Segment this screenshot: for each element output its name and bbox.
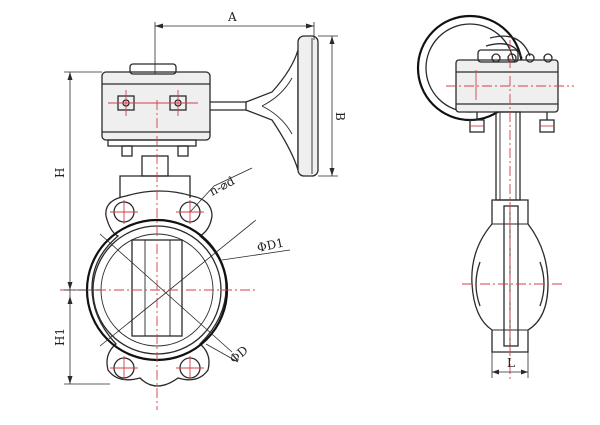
label-a: A	[227, 10, 237, 24]
label-h1: H1	[53, 328, 67, 346]
gearbox-cover	[129, 63, 177, 75]
side-view: L	[416, 14, 574, 380]
stud-left	[121, 145, 133, 157]
handwheel-rim	[297, 35, 319, 177]
label-h: H	[53, 168, 67, 178]
handwheel-spoke	[245, 49, 299, 171]
label-d1: ΦD1	[256, 236, 285, 255]
valve-body	[91, 190, 227, 387]
label-b: B	[333, 112, 347, 121]
stud-right	[177, 145, 189, 157]
side-disc	[503, 205, 519, 347]
front-view: A B H H1 n-⌀d ΦD1 ΦD	[53, 10, 347, 410]
valve-neck	[141, 155, 169, 177]
label-d: ΦD	[227, 343, 251, 366]
label-l: L	[507, 356, 515, 370]
